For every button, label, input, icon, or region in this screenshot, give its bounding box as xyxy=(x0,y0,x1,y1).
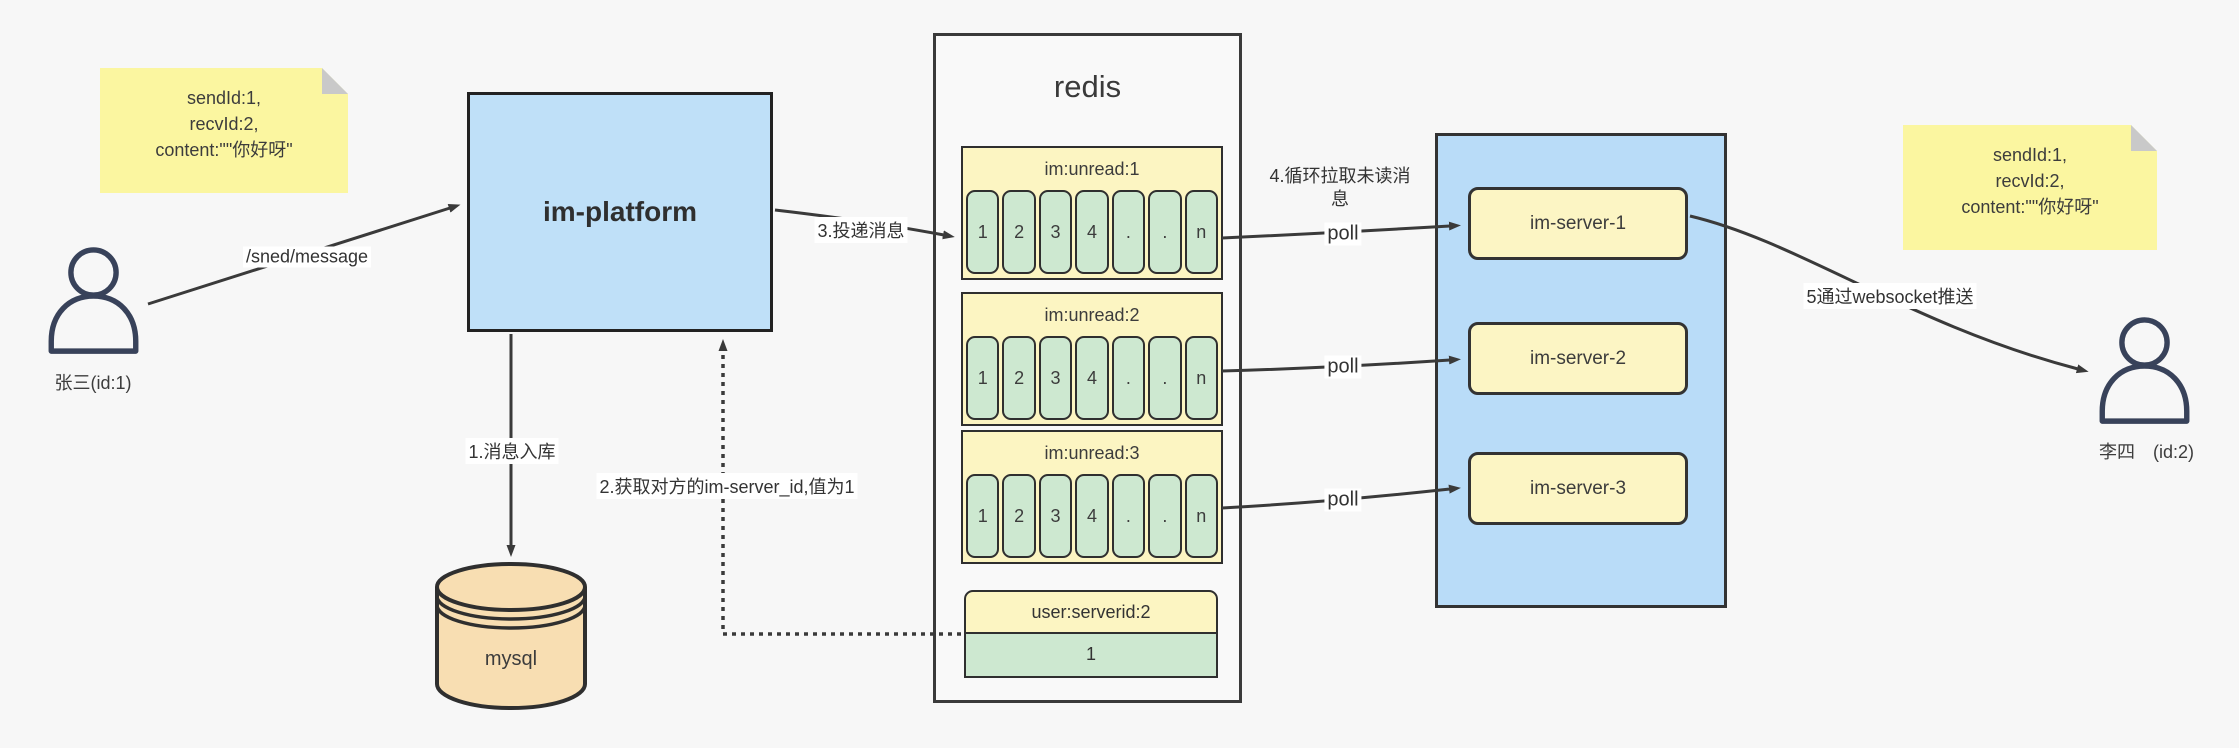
sticky-note-right: sendId:1, recvId:2, content:""你好呀" xyxy=(1903,125,2157,250)
queue-cell: 4 xyxy=(1075,336,1109,420)
edge-label-poll-1: poll xyxy=(1324,222,1362,246)
queue-cell: 2 xyxy=(1002,336,1036,420)
im-server-2-box: im-server-2 xyxy=(1468,322,1688,395)
queue-cell: 3 xyxy=(1038,336,1073,420)
note-fold-icon xyxy=(2131,125,2157,151)
user-serverid-header: user:serverid:2 xyxy=(964,590,1218,634)
queue-cell: n xyxy=(1184,336,1218,420)
edge-label-poll-loop: 4.循环拉取未读消 息 xyxy=(1266,165,1413,211)
redis-title: redis xyxy=(1053,69,1122,104)
queue-im-unread-2: im:unread:2 1 2 3 4 . . n xyxy=(961,292,1223,426)
im-server-3-box: im-server-3 xyxy=(1468,452,1688,525)
queue-im-unread-3: im:unread:3 1 2 3 4 . . n xyxy=(961,430,1223,564)
note-line: recvId:2, xyxy=(1995,171,2065,191)
queue-cell: 4 xyxy=(1075,474,1109,558)
queue-im-unread-1: im:unread:1 1 2 3 4 . . n xyxy=(961,146,1223,280)
user-icon-sender xyxy=(48,247,139,354)
edge-label-store: 1.消息入库 xyxy=(465,438,559,464)
redis-panel: redis im:unread:1 1 2 3 4 . . n im:unrea… xyxy=(933,33,1242,703)
sticky-note-left: sendId:1, recvId:2, content:""你好呀" xyxy=(100,68,348,193)
note-line: recvId:2, xyxy=(189,114,259,134)
queue-header: im:unread:3 xyxy=(1044,443,1140,463)
im-platform-label: im-platform xyxy=(543,196,697,227)
note-line: content:""你好呀" xyxy=(155,140,293,160)
edge-label-poll-loop-line2: 息 xyxy=(1330,189,1349,209)
edge-label-deliver: 3.投递消息 xyxy=(814,217,908,243)
queue-cell: 4 xyxy=(1075,190,1109,274)
queue-cell: 2 xyxy=(1002,190,1036,274)
mysql-database-icon xyxy=(435,562,587,710)
edge-label-lookup: 2.获取对方的im-server_id,值为1 xyxy=(596,473,858,499)
note-line: sendId:1, xyxy=(186,88,262,108)
note-line: sendId:1, xyxy=(1992,145,2068,165)
user-serverid-value: 1 xyxy=(964,634,1218,678)
queue-cell: . xyxy=(1111,190,1146,274)
edge-label-push: 5通过websocket推送 xyxy=(1803,283,1977,309)
queue-header: im:unread:1 xyxy=(1044,159,1140,179)
queue-cell: 1 xyxy=(966,474,1000,558)
receiver-label: 李四 (id:2) xyxy=(2098,442,2194,462)
queue-cell: . xyxy=(1111,336,1146,420)
edge-label-poll-2: poll xyxy=(1324,355,1362,379)
queue-cell: . xyxy=(1111,474,1146,558)
queue-cell: 2 xyxy=(1002,474,1036,558)
note-fold-icon xyxy=(322,68,348,94)
note-line: content:""你好呀" xyxy=(1961,197,2099,217)
queue-cell: 3 xyxy=(1038,190,1073,274)
queue-cell: . xyxy=(1148,336,1182,420)
edge-label-poll-3: poll xyxy=(1324,488,1362,512)
queue-cell: 1 xyxy=(966,190,1000,274)
im-server-1-box: im-server-1 xyxy=(1468,187,1688,260)
edge-label-send: /sned/message xyxy=(242,246,372,268)
queue-cell: n xyxy=(1184,190,1218,274)
user-serverid-box: user:serverid:2 1 xyxy=(964,590,1218,678)
mysql-label: mysql xyxy=(484,648,538,670)
user-icon-receiver xyxy=(2099,317,2190,424)
edge-label-poll-loop-line1: 4.循环拉取未读消 xyxy=(1269,166,1411,186)
queue-cell: . xyxy=(1148,474,1182,558)
queue-cell: 3 xyxy=(1038,474,1073,558)
im-platform-box: im-platform xyxy=(467,92,773,332)
queue-cell: 1 xyxy=(966,336,1000,420)
sender-label: 张三(id:1) xyxy=(54,373,132,393)
queue-cell: n xyxy=(1184,474,1218,558)
queue-header: im:unread:2 xyxy=(1044,305,1140,325)
queue-cell: . xyxy=(1148,190,1182,274)
